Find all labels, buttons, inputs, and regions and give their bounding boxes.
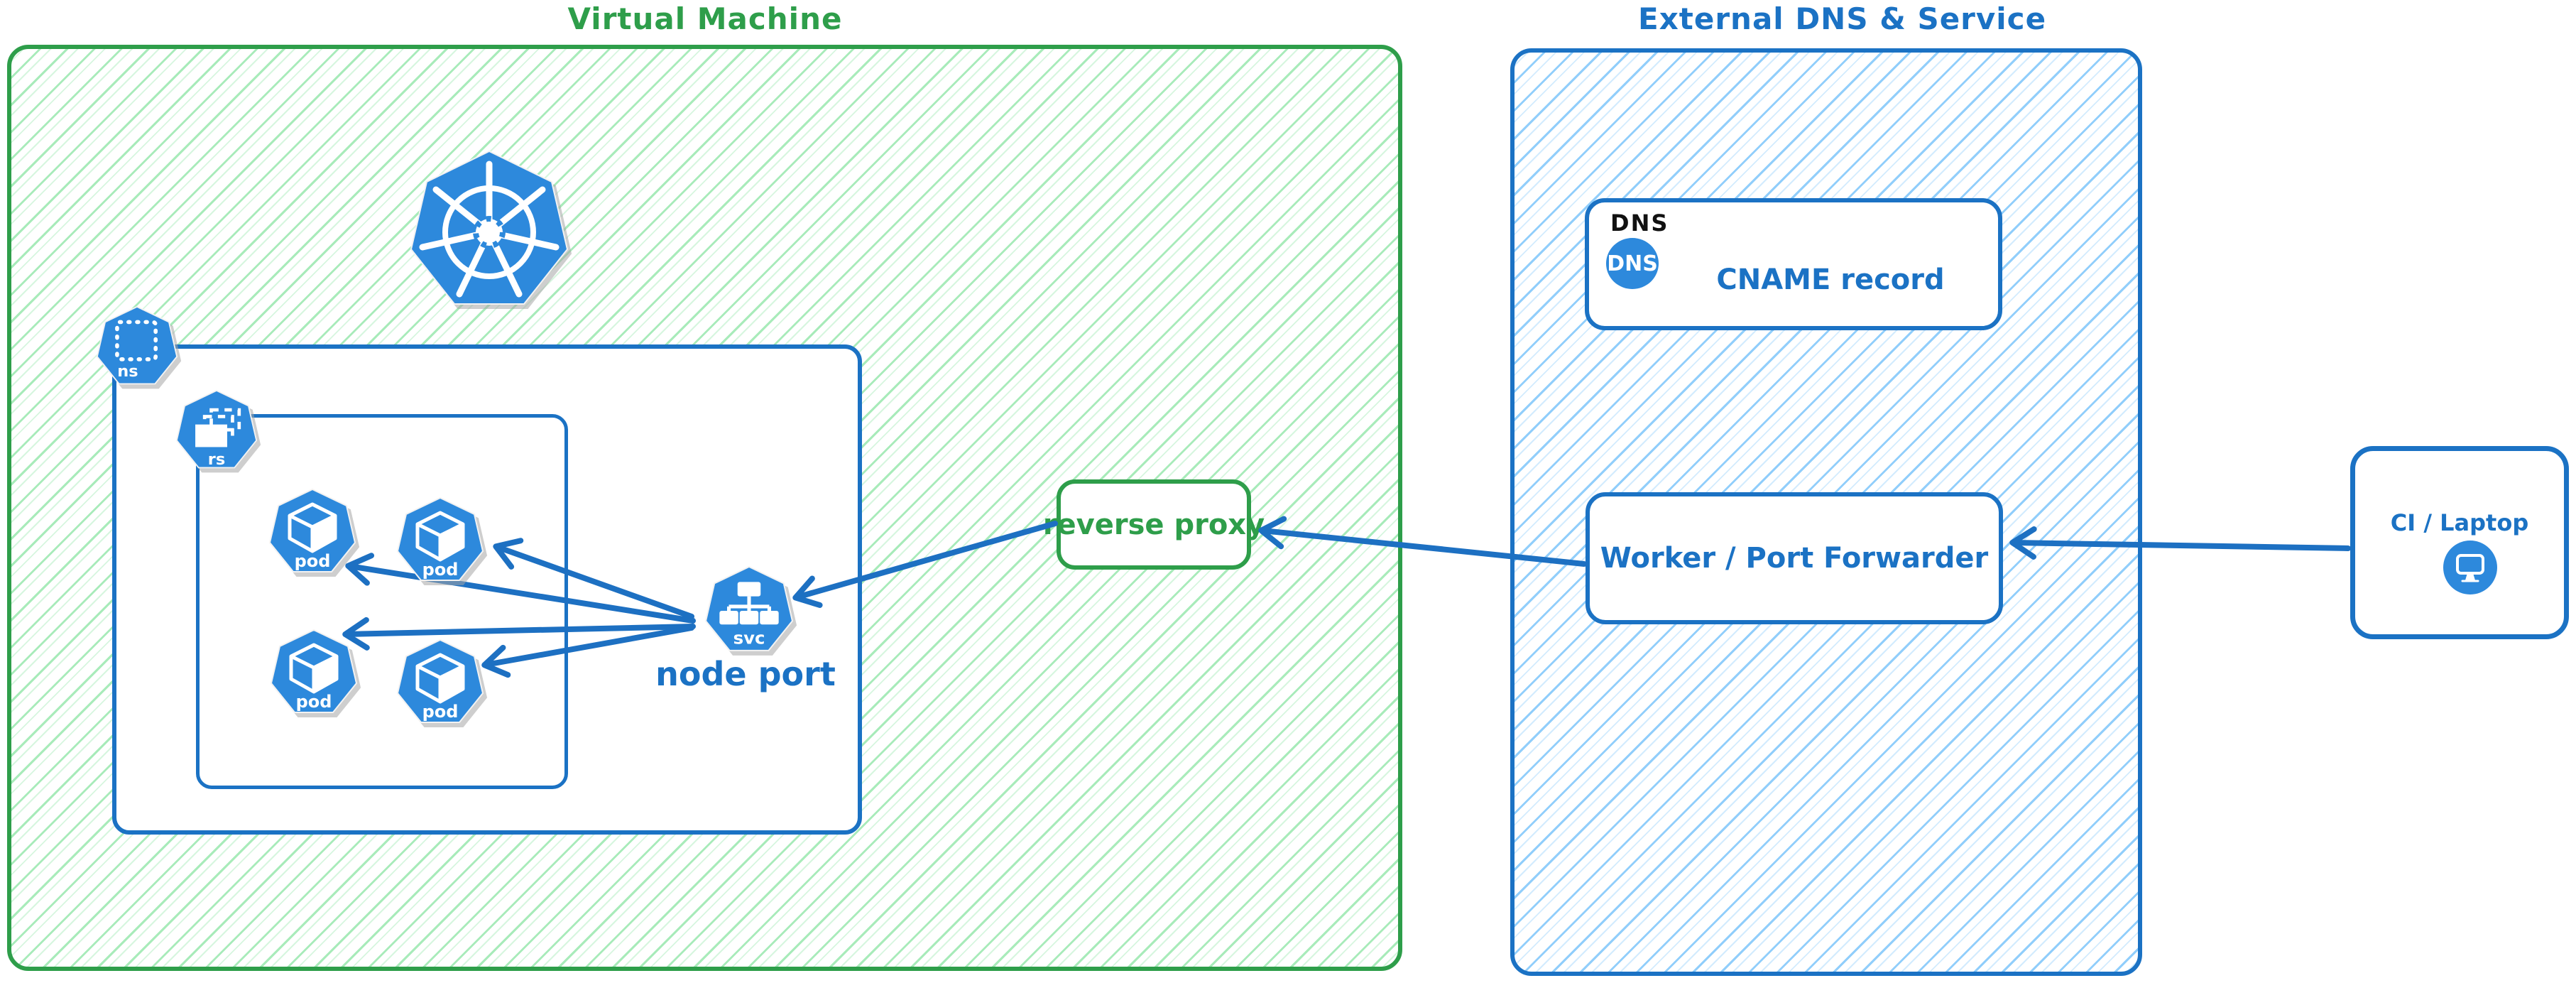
virtual-machine-title: Virtual Machine (567, 1, 843, 36)
dns-cname-node: DNS DNS CNAME record (1585, 198, 2002, 330)
reverse-proxy-label: reverse proxy (1042, 508, 1265, 541)
replicaset-icon-label: rs (208, 450, 225, 469)
pod-icon-label: pod (422, 560, 459, 580)
service-icon-label: svc (733, 628, 765, 648)
pod-icon-label: pod (295, 551, 331, 571)
pod-icon-label: pod (422, 702, 459, 722)
cname-record-label: CNAME record (1716, 264, 1945, 296)
external-dns-service-title: External DNS & Service (1638, 1, 2047, 36)
pod-icon-label: pod (296, 692, 332, 712)
pod-icon: pod (270, 629, 358, 713)
dns-heading: DNS (1610, 210, 1669, 237)
pod-icon: pod (396, 639, 484, 723)
node-port-caption: node port (655, 655, 836, 693)
ci-laptop-node: CI / Laptop (2350, 446, 2569, 639)
pod-icon: pod (268, 488, 356, 572)
worker-port-forwarder-node: Worker / Port Forwarder (1586, 492, 2003, 624)
worker-port-forwarder-label: Worker / Port Forwarder (1600, 542, 1989, 575)
monitor-icon (2443, 541, 2497, 594)
pod-icon: pod (396, 496, 484, 581)
namespace-icon-label: ns (117, 362, 138, 381)
namespace-icon: ns (96, 305, 178, 385)
ci-laptop-label: CI / Laptop (2390, 509, 2529, 536)
service-icon: svc (704, 565, 794, 651)
kubernetes-logo-icon (410, 150, 569, 305)
dns-badge-icon: DNS (1606, 238, 1659, 289)
replicaset-icon: rs (175, 389, 258, 469)
reverse-proxy-node: reverse proxy (1043, 479, 1265, 570)
